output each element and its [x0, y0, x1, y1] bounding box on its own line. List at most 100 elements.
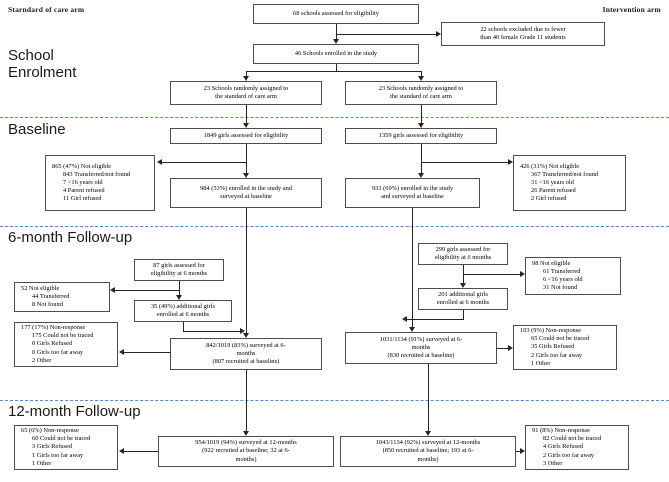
divider-enrolment-baseline — [0, 117, 669, 118]
connector-left-6m-to-12m — [246, 370, 247, 431]
connector-rand-left-stem — [246, 71, 247, 76]
nonresponse-6m-left-item-3: 2 Other — [32, 356, 52, 364]
left-arm-header: Starndard of care arm — [8, 5, 85, 14]
connector-additional-6m-left-merge — [183, 331, 241, 332]
arrowhead-not-eligible-6m-right — [520, 271, 525, 277]
connector-randomisation-bar — [246, 71, 421, 72]
not-eligible-right-header: 426 (31%) Not eligible — [520, 162, 580, 170]
box-schools-excluded: 22 schools excluded due to fewer than 40… — [441, 22, 605, 46]
arrowhead-nonresponse-6m-left — [119, 349, 124, 355]
not-eligible-6m-right-item-0: 61 Transferred — [543, 267, 581, 275]
not-eligible-right-item-3: 2 Girl refused — [531, 195, 567, 203]
connector-left-rand-to-assessed — [246, 105, 247, 123]
arrowhead-assessed-right — [418, 123, 424, 128]
connector-additional-6m-left-down — [183, 322, 184, 332]
nonresponse-6m-right-item-0: 65 Could not be traced — [531, 335, 590, 343]
box-schools-enrolled: 46 Schools enrolled in the study — [253, 44, 419, 64]
connector-6m-left-to-not-eligible — [115, 290, 180, 291]
divider-baseline-6month — [0, 226, 669, 227]
not-eligible-left-header: 865 (47%) Not eligible — [52, 162, 112, 170]
arrowhead-baseline-left — [243, 173, 249, 178]
not-eligible-left-item-1: 7 <16 years old — [63, 178, 103, 186]
not-eligible-6m-left-item-1: 8 Not found — [32, 301, 63, 309]
arrowhead-schools-enrolled — [333, 39, 339, 44]
nonresponse-12m-left-item-3: 1 Other — [32, 459, 52, 467]
box-not-eligible-6m-right: 98 Not eligible 61 Transferred 6 <16 yea… — [525, 257, 621, 295]
stage-label-twelve-month: 12-month Follow-up — [8, 403, 141, 420]
stage-label-baseline: Baseline — [8, 121, 66, 138]
connector-right-rand-to-assessed — [421, 105, 422, 123]
arrowhead-not-eligible-right — [508, 159, 513, 165]
connector-enrolled-stem — [336, 34, 337, 39]
nonresponse-6m-left-header: 177 (17%) Non-response — [21, 324, 86, 332]
nonresponse-12m-left-item-2: 1 Girls too far away — [32, 451, 84, 459]
nonresponse-12m-left-item-1: 3 Girls Refused — [32, 443, 73, 451]
connector-right-6m-to-12m — [428, 364, 429, 431]
not-eligible-right-item-1: 31 <16 years old — [531, 178, 574, 186]
arrowhead-additional-merge-left — [240, 328, 245, 334]
box-not-eligible-left: 865 (47%) Not eligible 843 Transferred/n… — [45, 155, 155, 211]
nonresponse-6m-left-item-2: 0 Girls too far away — [32, 348, 84, 356]
arrowhead-randomised-right — [418, 76, 424, 81]
arrowhead-surveyed-12m-left — [243, 431, 249, 436]
connector-left-to-not-eligible — [162, 162, 247, 163]
connector-6m-right-to-not-eligible — [463, 274, 520, 275]
nonresponse-6m-left-item-0: 175 Could not be traced — [32, 332, 94, 340]
stage-label-school-enrolment: School Enrolment — [8, 47, 77, 81]
box-assessed-6m-right: 299 girls assessed for eligibility at 6 … — [418, 243, 508, 265]
connector-6m-left-assessed-down — [179, 281, 180, 295]
right-arm-header: Intervention arm — [602, 5, 661, 14]
not-eligible-left-item-0: 843 Transferred/not found — [63, 170, 131, 178]
arrowhead-nonresponse-6m-right — [508, 345, 513, 351]
box-schools-assessed: 68 schools assessed for eligibility — [253, 4, 419, 24]
connector-12m-right-to-nonresponse — [516, 451, 520, 452]
connector-6m-right-to-nonresponse — [496, 348, 508, 349]
arrowhead-nonresponse-12m-left — [119, 448, 124, 454]
box-not-eligible-right: 426 (31%) Not eligible 367 Transferred/n… — [513, 155, 626, 211]
not-eligible-left-item-2: 4 Parent refused — [63, 187, 105, 195]
box-additional-6m-left: 35 (49%) additional girls enrolled at 6 … — [134, 300, 232, 322]
nonresponse-6m-right-item-2: 2 Girls too far away — [531, 351, 583, 359]
nonresponse-12m-right-item-0: 82 Could not be traced — [543, 435, 602, 443]
box-surveyed-6m-right: 1031/1134 (91%) surveyed at 6- months (8… — [345, 332, 497, 364]
not-eligible-6m-right-item-1: 6 <16 years old — [543, 276, 583, 283]
nonresponse-6m-right-item-3: 1 Other — [531, 359, 551, 367]
nonresponse-12m-left-item-0: 60 Could not be traced — [32, 435, 91, 443]
box-nonresponse-12m-left: 65 (6%) Non-response 60 Could not be tra… — [14, 425, 118, 470]
arrowhead-nonresponse-12m-right — [520, 448, 525, 454]
nonresponse-12m-right-item-2: 2 Girls too far away — [543, 451, 595, 459]
box-assessed-left: 1849 girls assessed for eligibility — [170, 128, 322, 144]
connector-right-to-not-eligible — [421, 162, 508, 163]
nonresponse-12m-right-item-3: 3 Other — [543, 459, 563, 467]
arrowhead-not-eligible-left — [157, 159, 162, 165]
connector-rand-right-stem — [421, 71, 422, 76]
nonresponse-6m-left-item-1: 0 Girls Refused — [32, 340, 73, 348]
connector-12m-left-to-nonresponse — [124, 451, 158, 452]
not-eligible-right-item-2: 26 Parent refused — [531, 187, 576, 195]
arrowhead-additional-merge-right — [402, 316, 407, 322]
not-eligible-6m-left-item-0: 44 Transferred — [32, 292, 70, 300]
connector-left-baseline-to-6m — [246, 208, 247, 333]
divider-6month-12month — [0, 400, 669, 401]
not-eligible-6m-left-header: 52 Not eligible — [21, 284, 60, 292]
stage-label-six-month: 6-month Follow-up — [8, 229, 133, 246]
nonresponse-6m-right-item-1: 35 Girls Refused — [531, 343, 575, 351]
box-additional-6m-right: 201 additional girls enrolled at 6 month… — [418, 288, 508, 310]
connector-enrolled-down — [336, 64, 337, 72]
box-surveyed-12m-right: 1043/1134 (92%) surveyed at 12-months (8… — [340, 436, 516, 467]
box-randomised-left: 23 Schools randomly assigned to the stan… — [170, 81, 322, 105]
connector-additional-6m-right-merge — [407, 319, 464, 320]
connector-right-baseline-to-6m — [412, 208, 413, 327]
box-baseline-left: 984 (53%) enrolled in the study and surv… — [170, 178, 322, 208]
box-nonresponse-6m-left: 177 (17%) Non-response 175 Could not be … — [14, 322, 118, 367]
arrowhead-baseline-right — [418, 173, 424, 178]
not-eligible-left-item-3: 11 Girl refused — [63, 195, 102, 203]
box-surveyed-6m-left: 842/1019 (83%) surveyed at 6- months (80… — [170, 338, 322, 370]
connector-left-assessed-down — [246, 144, 247, 173]
nonresponse-6m-right-header: 103 (9%) Non-response — [520, 327, 582, 335]
arrowhead-to-excluded — [436, 31, 441, 37]
arrowhead-assessed-left — [243, 123, 249, 128]
arrowhead-not-eligible-6m-left — [110, 287, 115, 293]
box-nonresponse-12m-right: 91 (8%) Non-response 82 Could not be tra… — [525, 425, 629, 470]
